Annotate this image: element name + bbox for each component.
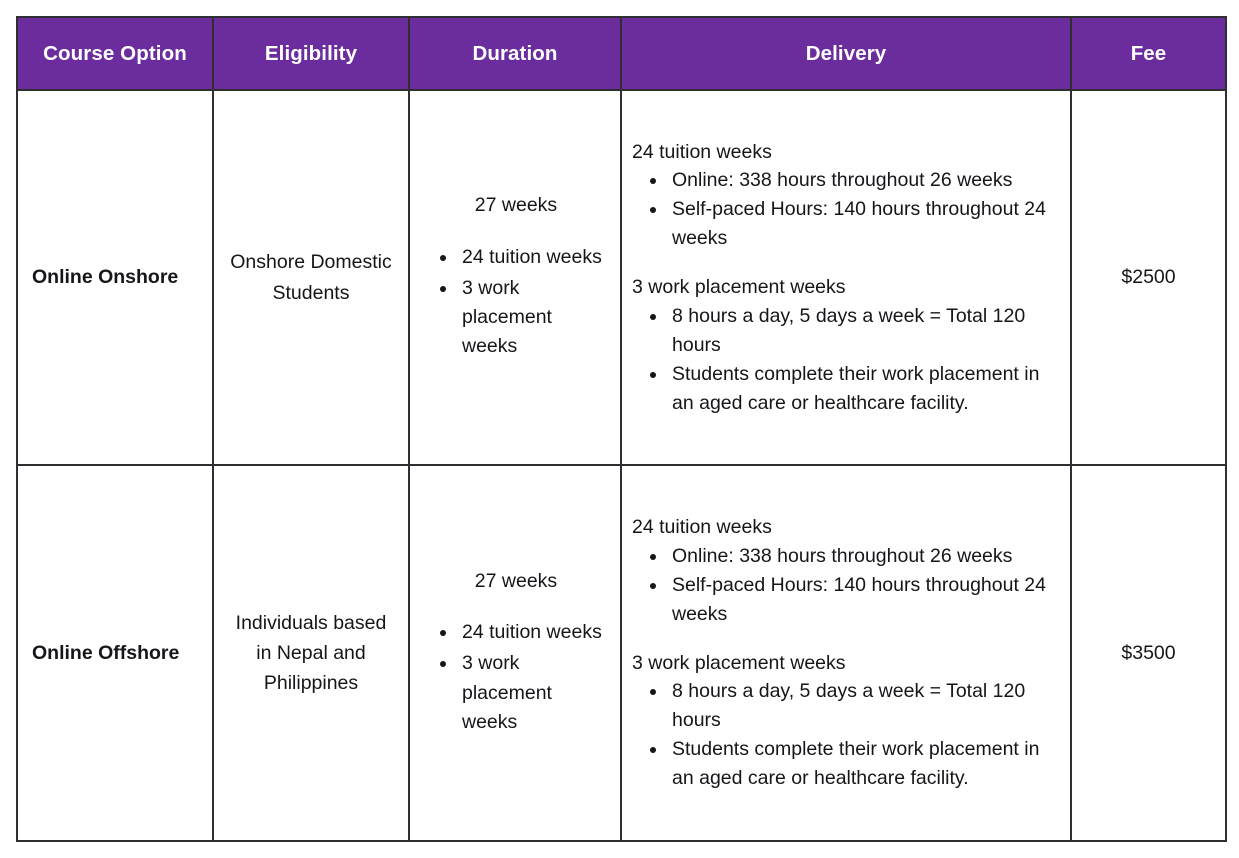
table-body: Online Onshore Onshore Domestic Students… [16,89,1227,842]
list-item: 3 work placement weeks [458,649,606,737]
column-header-course-option: Course Option [16,16,214,91]
list-item: Online: 338 hours throughout 26 weeks [668,166,1060,195]
list-item: 8 hours a day, 5 days a week = Total 120… [668,302,1060,360]
column-header-fee: Fee [1070,16,1227,91]
table-row: Online Offshore Individuals based in Nep… [16,464,1227,842]
delivery-list: 8 hours a day, 5 days a week = Total 120… [630,677,1060,792]
table-header-row: Course Option Eligibility Duration Deliv… [16,16,1227,91]
duration-list: 24 tuition weeks 3 work placement weeks [432,243,606,362]
cell-delivery: 24 tuition weeks Online: 338 hours throu… [620,464,1072,842]
cell-eligibility: Individuals based in Nepal and Philippin… [212,464,410,842]
delivery-list: Online: 338 hours throughout 26 weeks Se… [630,542,1060,629]
cell-duration: 27 weeks 24 tuition weeks 3 work placeme… [408,464,622,842]
cell-course-option: Online Offshore [16,464,214,842]
cell-course-option: Online Onshore [16,89,214,466]
column-header-eligibility: Eligibility [212,16,410,91]
list-item: Online: 338 hours throughout 26 weeks [668,542,1060,571]
cell-duration: 27 weeks 24 tuition weeks 3 work placeme… [408,89,622,466]
duration-total: 27 weeks [474,194,558,217]
list-item: 24 tuition weeks [458,618,606,647]
list-item: Students complete their work placement i… [668,360,1060,418]
list-item: 24 tuition weeks [458,243,606,272]
delivery-list: 8 hours a day, 5 days a week = Total 120… [630,302,1060,417]
column-header-delivery: Delivery [620,16,1072,91]
delivery-group-heading: 3 work placement weeks [632,276,846,299]
duration-total: 27 weeks [474,569,558,592]
table-header: Course Option Eligibility Duration Deliv… [16,16,1227,91]
delivery-group-spacer [630,253,1060,273]
list-item: Self-paced Hours: 140 hours throughout 2… [668,195,1060,253]
cell-fee: $3500 [1070,464,1227,842]
delivery-list: Online: 338 hours throughout 26 weeks Se… [630,166,1060,253]
list-item: Self-paced Hours: 140 hours throughout 2… [668,571,1060,629]
delivery-group-spacer [630,629,1060,649]
table-row: Online Onshore Onshore Domestic Students… [16,89,1227,466]
cell-eligibility: Onshore Domestic Students [212,89,410,466]
list-item: 3 work placement weeks [458,274,606,362]
delivery-group-heading: 24 tuition weeks [632,140,772,163]
course-options-table: Course Option Eligibility Duration Deliv… [16,16,1227,842]
column-header-duration: Duration [408,16,622,91]
list-item: Students complete their work placement i… [668,735,1060,793]
list-item: 8 hours a day, 5 days a week = Total 120… [668,677,1060,735]
cell-fee: $2500 [1070,89,1227,466]
delivery-group-heading: 24 tuition weeks [632,516,772,539]
duration-list: 24 tuition weeks 3 work placement weeks [432,618,606,737]
delivery-group-heading: 3 work placement weeks [632,651,846,674]
cell-delivery: 24 tuition weeks Online: 338 hours throu… [620,89,1072,466]
